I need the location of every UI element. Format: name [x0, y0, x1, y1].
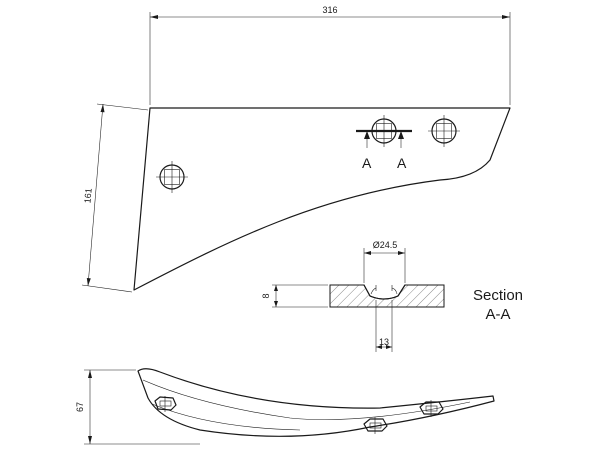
bolt-hole-right — [428, 115, 460, 147]
dimension-hole-diameter-label: Ø24.5 — [373, 240, 398, 250]
dimension-thickness-label: 67 — [75, 402, 85, 412]
section-marker-right: A — [397, 155, 407, 171]
bolt-head-right — [419, 400, 444, 417]
dimension-section-depth-label: 8 — [261, 293, 271, 298]
dimension-length — [149, 12, 511, 105]
top-view: A A 316 161 — [81, 5, 511, 293]
blade-outline — [133, 107, 511, 291]
dimension-height-label: 161 — [82, 188, 93, 204]
dimension-hole-diameter — [363, 248, 406, 283]
section-title-line2: A-A — [485, 306, 510, 323]
bolt-head-middle — [363, 417, 388, 434]
section-cut-line — [356, 129, 412, 148]
side-view: 67 — [75, 368, 495, 445]
dimension-thickness — [84, 369, 200, 445]
bolt-head-left — [154, 396, 177, 412]
dimension-square-width — [375, 300, 393, 352]
section-view: Ø24.5 8 13 Section A-A — [261, 240, 523, 352]
bolt-hole-left — [156, 161, 188, 193]
dimension-length-label: 316 — [322, 5, 337, 15]
side-blade-outline — [137, 368, 495, 437]
dimension-height — [81, 103, 149, 293]
section-hatched-body — [329, 284, 445, 308]
dimension-square-width-label: 13 — [379, 337, 389, 347]
dimension-section-depth — [272, 284, 328, 308]
section-title-line1: Section — [473, 287, 523, 304]
section-marker-left: A — [362, 155, 372, 171]
